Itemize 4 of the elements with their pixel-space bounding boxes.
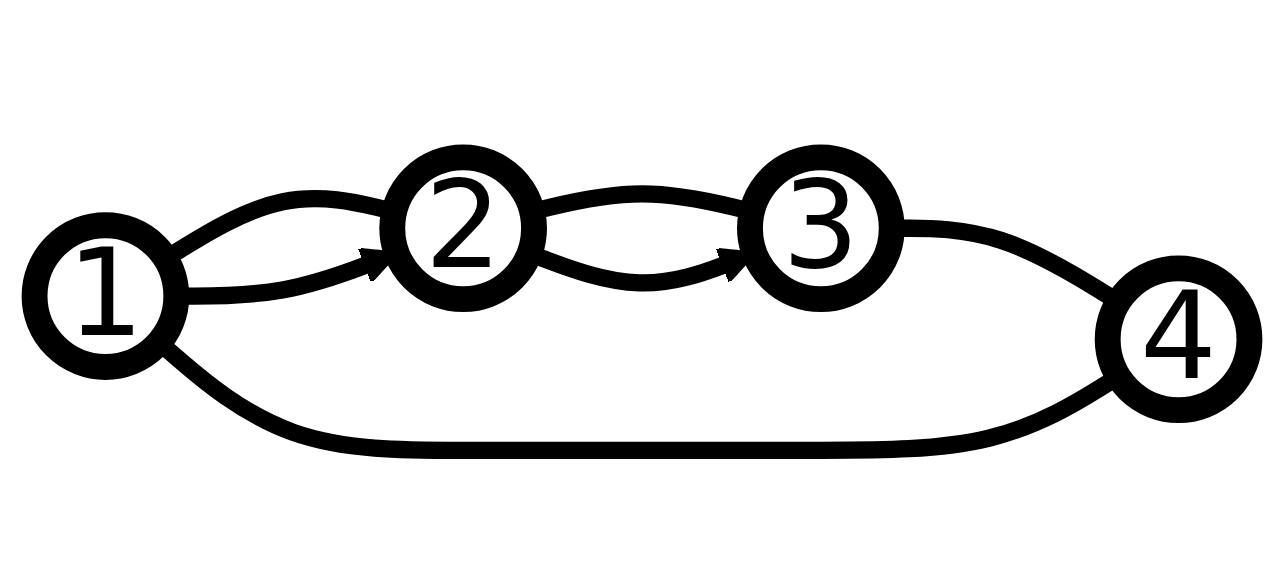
- node-circle: 2: [379, 144, 547, 313]
- node-circle: 4: [1094, 255, 1263, 424]
- node-circle: 1: [21, 212, 190, 380]
- node-circle: 3: [737, 144, 905, 313]
